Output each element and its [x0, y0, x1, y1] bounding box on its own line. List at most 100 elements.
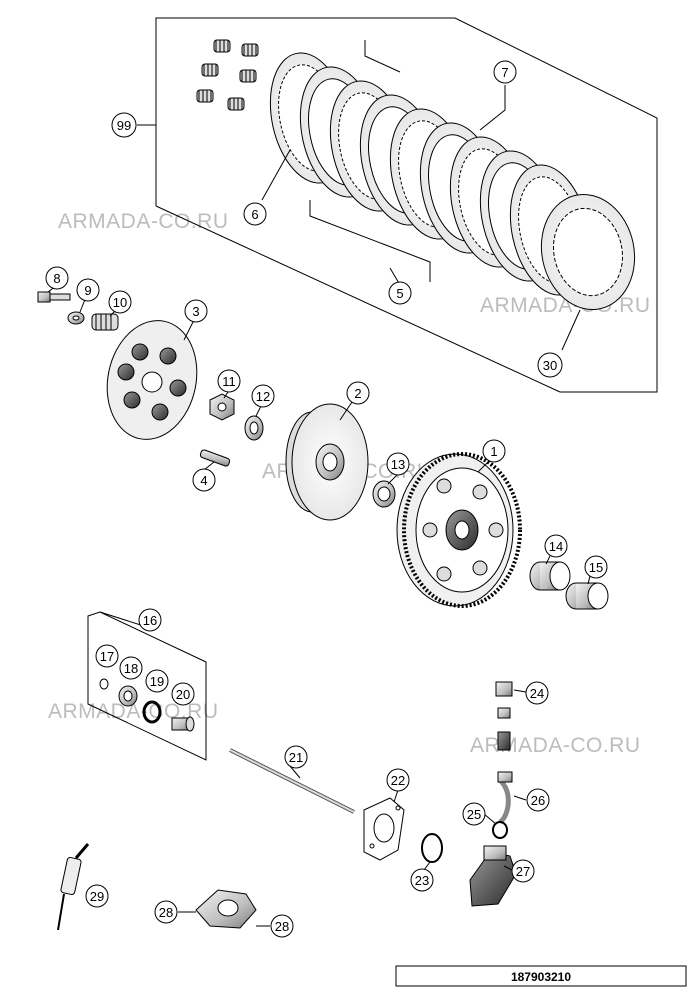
large-o-ring-icon	[421, 833, 443, 863]
callout-label: 5	[396, 286, 403, 301]
callout-13: 13	[386, 452, 410, 476]
seal-ring-icon	[492, 821, 508, 839]
callout-leaders	[47, 285, 591, 871]
callout-28-left: 28	[154, 900, 178, 924]
callout-18: 18	[119, 656, 143, 680]
banjo-fitting-icon	[497, 771, 513, 825]
syringe-icon	[57, 843, 90, 931]
callout-label: 28	[275, 919, 289, 934]
callout-1: 1	[482, 439, 506, 463]
callout-label: 27	[516, 864, 530, 879]
callout-label: 12	[256, 389, 270, 404]
callout-19: 19	[145, 669, 169, 693]
callout-label: 19	[150, 674, 164, 689]
bolt-icon	[37, 291, 71, 303]
callout-label: 28	[159, 905, 173, 920]
callout-16: 16	[138, 608, 162, 632]
callout-label: 21	[289, 750, 303, 765]
callout-label: 16	[143, 613, 157, 628]
callout-8: 8	[45, 266, 69, 290]
clutch-kit-bracket	[137, 17, 658, 393]
callout-label: 7	[501, 65, 508, 80]
bleeder-valve-icon	[495, 681, 513, 751]
callout-21: 21	[284, 745, 308, 769]
callout-label: 26	[531, 793, 545, 808]
needle-bearing-icon	[529, 561, 571, 591]
watermark-text: ARMADA-CO.RU	[48, 700, 219, 723]
thrust-washer-icon	[372, 480, 396, 508]
callout-15: 15	[584, 555, 608, 579]
callout-label: 25	[467, 807, 481, 822]
callout-27: 27	[511, 859, 535, 883]
retaining-ring-icon	[99, 678, 109, 690]
clutch-springs-icon	[196, 39, 259, 111]
reference-number: 187903210	[511, 970, 571, 984]
callout-4: 4	[192, 468, 216, 492]
seal-washer-icon	[118, 685, 138, 707]
callout-label: 14	[549, 539, 563, 554]
callout-label: 2	[354, 386, 361, 401]
callout-25: 25	[462, 802, 486, 826]
callout-30: 30	[537, 352, 563, 378]
callout-label: 3	[192, 304, 199, 319]
nut-icon	[209, 393, 235, 421]
callout-label: 22	[391, 773, 405, 788]
callout-label: 9	[84, 283, 91, 298]
pressure-plate-icon	[106, 320, 198, 440]
callout-23: 23	[410, 868, 434, 892]
callout-label: 4	[200, 473, 207, 488]
callout-label: 1	[490, 444, 497, 459]
o-ring-icon	[142, 700, 162, 724]
callout-5: 5	[388, 281, 412, 305]
callout-26: 26	[526, 788, 550, 812]
callout-label: 20	[176, 687, 190, 702]
lock-washer-icon	[244, 415, 264, 441]
bushing-icon	[565, 582, 609, 610]
callout-label: 29	[90, 889, 104, 904]
callout-label: 13	[391, 457, 405, 472]
slave-cylinder-icon	[469, 845, 517, 907]
callout-label: 6	[251, 207, 258, 222]
reference-number-box: 187903210	[395, 965, 687, 987]
push-rod-icon	[229, 748, 355, 814]
pin-icon	[199, 449, 231, 467]
callout-12: 12	[251, 384, 275, 408]
callout-label: 8	[53, 271, 60, 286]
callout-label: 17	[100, 649, 114, 664]
watermark-text: ARMADA-CO.RU	[470, 734, 641, 757]
clutch-basket-icon	[396, 452, 522, 608]
callout-label: 18	[124, 661, 138, 676]
inner-hub-icon	[285, 403, 369, 521]
washer-icon	[67, 311, 85, 325]
callout-label: 10	[113, 295, 127, 310]
callout-29: 29	[85, 884, 109, 908]
callout-label: 15	[589, 560, 603, 575]
callout-24: 24	[525, 681, 549, 705]
callout-6: 6	[243, 202, 267, 226]
callout-10: 10	[108, 290, 132, 314]
callout-label: 30	[543, 358, 557, 373]
callout-label: 99	[117, 118, 131, 133]
callout-9: 9	[76, 278, 100, 302]
callout-28-right: 28	[270, 914, 294, 938]
clutch-plate-stack	[269, 52, 636, 311]
callout-99: 99	[111, 112, 137, 138]
callout-20: 20	[171, 682, 195, 706]
callout-11: 11	[217, 369, 241, 393]
callout-17: 17	[95, 644, 119, 668]
callout-label: 11	[222, 374, 236, 389]
spring-icon	[91, 313, 119, 331]
callout-7: 7	[493, 60, 517, 84]
watermark-text: ARMADA-CO.RU	[58, 210, 229, 233]
plate-leader-lines	[261, 40, 581, 351]
callout-3: 3	[184, 299, 208, 323]
gasket-icon	[363, 797, 405, 861]
callout-14: 14	[544, 534, 568, 558]
callout-label: 24	[530, 686, 544, 701]
cylinder-housing-icon	[178, 889, 270, 929]
callout-22: 22	[386, 768, 410, 792]
callout-label: 23	[415, 873, 429, 888]
pushrod-piston-icon	[171, 716, 195, 732]
